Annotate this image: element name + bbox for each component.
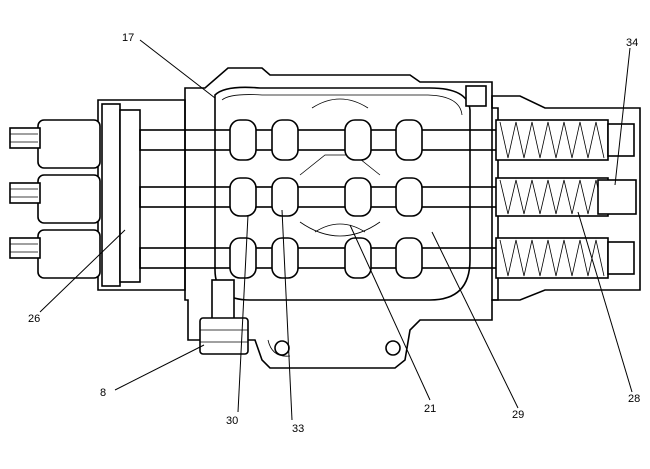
callout-8: 8 — [100, 387, 106, 399]
leader-17 — [139, 39, 216, 99]
lower-port-fitting — [199, 279, 249, 355]
leader-8 — [114, 344, 205, 391]
callout-33: 33 — [292, 423, 304, 435]
leader-21 — [349, 224, 431, 401]
leader-30 — [237, 214, 249, 413]
leader-33 — [281, 209, 293, 421]
solenoid-group — [9, 119, 101, 279]
callout-28: 28 — [628, 393, 640, 405]
left-end-plate — [97, 99, 186, 291]
callout-26: 26 — [28, 313, 40, 325]
spring-housing — [465, 85, 641, 301]
callout-labels: 17 34 26 8 30 33 21 29 28 — [28, 32, 640, 435]
callout-34: 34 — [626, 37, 638, 49]
spool-middle — [139, 177, 611, 217]
spool-group — [139, 119, 611, 279]
leader-28 — [577, 211, 633, 393]
spool-bottom — [139, 237, 611, 279]
callout-21: 21 — [424, 403, 436, 415]
leader-26 — [39, 229, 126, 313]
spool-top — [139, 119, 611, 161]
solenoid-top — [9, 119, 101, 169]
leader-lines — [39, 39, 633, 421]
solenoid-bottom — [9, 229, 101, 279]
leader-29 — [431, 231, 519, 409]
callout-29: 29 — [512, 409, 524, 421]
callout-17: 17 — [122, 32, 134, 44]
leader-34 — [614, 47, 631, 186]
callout-30: 30 — [226, 415, 238, 427]
solenoid-middle — [9, 174, 101, 224]
